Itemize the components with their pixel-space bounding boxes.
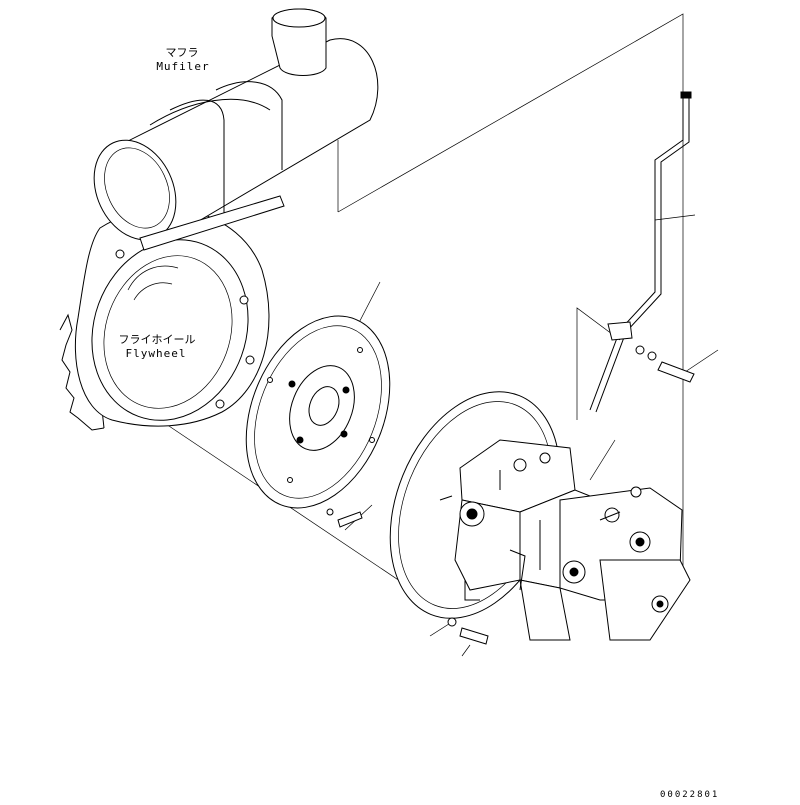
flywheel-face (83, 237, 253, 426)
pump-top-fitting-1 (514, 459, 526, 471)
callout-muffler-bracket (338, 14, 683, 570)
muffler-band-1 (150, 99, 270, 125)
damper-hub-bore (304, 382, 345, 430)
flywheel-highlight-1 (128, 266, 178, 290)
pump-top-fitting-2 (540, 453, 550, 463)
lower-fasteners (448, 618, 488, 644)
callout-pump-leader (590, 440, 615, 480)
flange-slot (440, 496, 452, 500)
housing-bolt-hole-2 (246, 356, 254, 364)
tube-line-a (590, 96, 683, 410)
pump-detail-4 (510, 550, 525, 590)
damper-washer (327, 509, 333, 515)
flywheel-housing (67, 209, 273, 443)
damper-bolt-hole-4 (370, 438, 375, 443)
drain-tube (590, 92, 694, 412)
clamp-washer-2 (648, 352, 656, 360)
pump-port-4-center (657, 601, 663, 607)
hydraulic-pump (455, 440, 690, 640)
flywheel-label-en: Flywheel (125, 347, 187, 360)
pump-top-fitting-4 (631, 487, 641, 497)
muffler (79, 9, 378, 253)
housing-bolt-hole-3 (216, 400, 224, 408)
muffler-band-2 (216, 82, 282, 170)
damper-disc-rim (231, 307, 406, 517)
housing-bolt-hole-1 (240, 296, 248, 304)
damper-spring-4 (341, 431, 347, 437)
muffler-body (110, 39, 378, 238)
flywheel-highlight-2 (134, 283, 172, 300)
damper-bolt-hole-3 (288, 478, 293, 483)
tube-clamp (608, 322, 632, 340)
damper-spring-1 (289, 381, 295, 387)
clamp-washer-1 (636, 346, 644, 354)
flywheel-housing-rim (67, 218, 273, 443)
damper-assembly (219, 295, 416, 530)
damper-bolt-hole-2 (358, 348, 363, 353)
muffler-label-jp: マフラ (165, 46, 199, 59)
tube-end-cap (681, 92, 691, 98)
clamp-bolt (658, 362, 694, 382)
housing-bolt-hole-4 (116, 250, 124, 258)
pump-detail-3 (600, 512, 620, 520)
damper-spring-3 (297, 437, 303, 443)
muffler-end-inner (92, 137, 182, 238)
pump-regulator (600, 560, 690, 640)
callout-bolt-leader-1 (685, 350, 718, 372)
tube-line-b (596, 96, 689, 412)
damper-bolt (338, 512, 362, 527)
muffler-label-en: Mufiler (156, 60, 210, 73)
lower-bolt (460, 628, 488, 644)
callout-bolt-leader-3 (462, 645, 470, 656)
muffler-band-3 (170, 100, 224, 220)
callout-tube-leader (655, 215, 695, 220)
flywheel-housing-body (75, 209, 269, 426)
pump-port-1-center (467, 509, 477, 519)
engine-block-outline (60, 315, 104, 430)
document-number: 00022801 (660, 790, 720, 800)
pump-port-2-center (570, 568, 578, 576)
callout-tube-clamp (577, 308, 620, 420)
pump-port-3-center (636, 538, 644, 546)
muffler-outlet-opening (273, 9, 325, 27)
damper-spring-2 (343, 387, 349, 393)
damper-bolt-hole-1 (268, 378, 273, 383)
pump-lower-body (520, 580, 570, 640)
muffler-mount-bracket (140, 196, 284, 250)
flywheel-label-jp: フライホイール (118, 333, 196, 346)
lower-washer (448, 618, 456, 626)
